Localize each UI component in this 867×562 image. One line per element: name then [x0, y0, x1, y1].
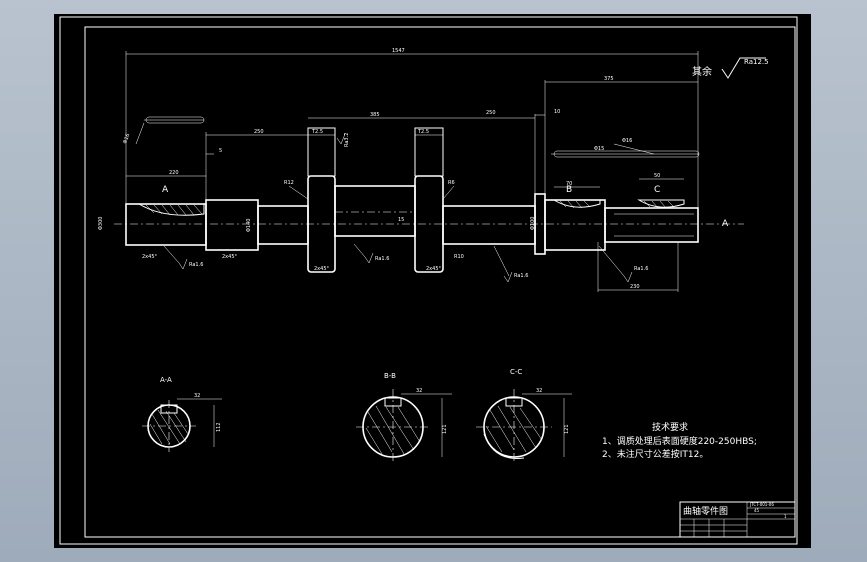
section-a-a: A-A 32 112	[142, 376, 222, 452]
roughness-value: Ra12.5	[744, 58, 769, 66]
dim-right-key-1: 70	[566, 181, 572, 187]
svg-text:Ra3.2: Ra3.2	[344, 133, 350, 147]
technical-requirements: 技术要求 1、调质处理后表面硬度220-250HBS; 2、未注尺寸公差按IT1…	[602, 421, 757, 460]
dim-small-15: 15	[398, 217, 404, 223]
throw-upper-left	[307, 127, 336, 177]
section-marker-a: A	[162, 185, 169, 195]
drawing-viewport[interactable]: 1547 375 10 385 250 250 220 5 T2.5 T2.5 …	[54, 14, 811, 548]
dim-left-step: 250	[254, 129, 264, 135]
right-end	[604, 207, 699, 243]
section-a-title: A-A	[160, 376, 172, 384]
section-c-height: 121	[564, 424, 570, 434]
shaft-segment-right	[442, 205, 536, 245]
dim-left-end: 220	[169, 170, 179, 176]
title-block-frame	[679, 501, 796, 538]
section-marker-a2: A	[722, 219, 729, 229]
dim-radius-1: R12	[284, 180, 294, 186]
section-a-height: 112	[216, 422, 222, 432]
general-roughness: 其余 Ra12.5	[692, 57, 769, 79]
shaft-segment-left	[257, 205, 309, 245]
outer-border	[59, 16, 798, 545]
tech-title: 技术要求	[652, 421, 688, 433]
dim-right-bottom: 230	[630, 284, 640, 290]
title-block: 曲轴零件图 JTCT-001-06 45 1	[679, 501, 796, 538]
dim-right-length: 375	[604, 76, 614, 82]
dim-pin-width-1: T2.5	[311, 129, 323, 135]
section-b-b: B-B 32 121	[356, 372, 452, 464]
right-journal	[544, 199, 606, 251]
dim-right-small-2: Φ16	[622, 138, 632, 144]
dim-chamfer-2: 2x45°	[222, 254, 238, 260]
title-part-name: 曲轴零件图	[683, 505, 728, 517]
svg-text:Ra1.6: Ra1.6	[189, 262, 203, 268]
inner-border	[84, 26, 796, 538]
svg-text:Ra1.6: Ra1.6	[514, 273, 528, 279]
crankshaft-main-view	[114, 127, 744, 273]
dim-shoulder: 5	[219, 148, 222, 154]
svg-text:Ra1.6: Ra1.6	[634, 266, 648, 272]
section-b-width: 32	[416, 388, 422, 394]
section-c-c: C-C 32 121	[476, 368, 572, 464]
section-a-width: 32	[194, 393, 200, 399]
dim-left-dia: Φ300	[98, 217, 104, 230]
dim-right-gap: 10	[554, 109, 560, 115]
throw-upper-right	[414, 127, 444, 177]
dim-right-key-2: 50	[654, 173, 660, 179]
dimension-lines: 1547 375 10 385 250 250 220 5 T2.5 T2.5 …	[98, 48, 729, 292]
section-c-width: 32	[536, 388, 542, 394]
dim-right-step: 250	[486, 110, 496, 116]
drawing-canvas: 1547 375 10 385 250 250 220 5 T2.5 T2.5 …	[59, 16, 798, 545]
dim-radius-3: R10	[454, 254, 464, 260]
dim-journal-span: 385	[370, 112, 380, 118]
roughness-symbols: Ra1.6 Ra1.6 Ra1.6 Ra1.6 Ra3.2	[178, 133, 648, 283]
dim-chamfer-4: 2x45°	[426, 266, 442, 272]
dim-right-small: Φ15	[594, 146, 604, 152]
section-b-height: 121	[442, 424, 448, 434]
title-code: JTCT-001-06	[749, 502, 774, 507]
tech-req-1: 1、调质处理后表面硬度220-250HBS;	[602, 435, 757, 447]
roughness-symbol	[721, 57, 766, 79]
roughness-prefix: 其余	[692, 65, 712, 78]
dim-radius-2: R6	[448, 180, 455, 186]
dim-right-dia: Φ100	[530, 217, 536, 230]
dim-chamfer-3: 2x45°	[314, 266, 330, 272]
dim-pin-width-2: T2.5	[417, 129, 429, 135]
section-b-title: B-B	[384, 372, 396, 380]
section-c-title: C-C	[510, 368, 522, 376]
section-marker-c: C	[654, 185, 660, 195]
title-material: 45	[754, 508, 760, 513]
dim-left-small: Φ16	[122, 133, 131, 145]
left-keyway	[137, 203, 205, 216]
crank-pin	[334, 185, 416, 237]
dim-mid-dia: Φ140	[246, 219, 252, 232]
tech-req-2: 2、未注尺寸公差按IT12。	[602, 448, 708, 460]
title-sheet: 1	[784, 514, 787, 519]
svg-text:Ra1.6: Ra1.6	[375, 256, 389, 262]
dim-overall-length: 1547	[392, 48, 405, 54]
dim-chamfer-1: 2x45°	[142, 254, 158, 260]
section-marker-b: B	[566, 185, 572, 195]
